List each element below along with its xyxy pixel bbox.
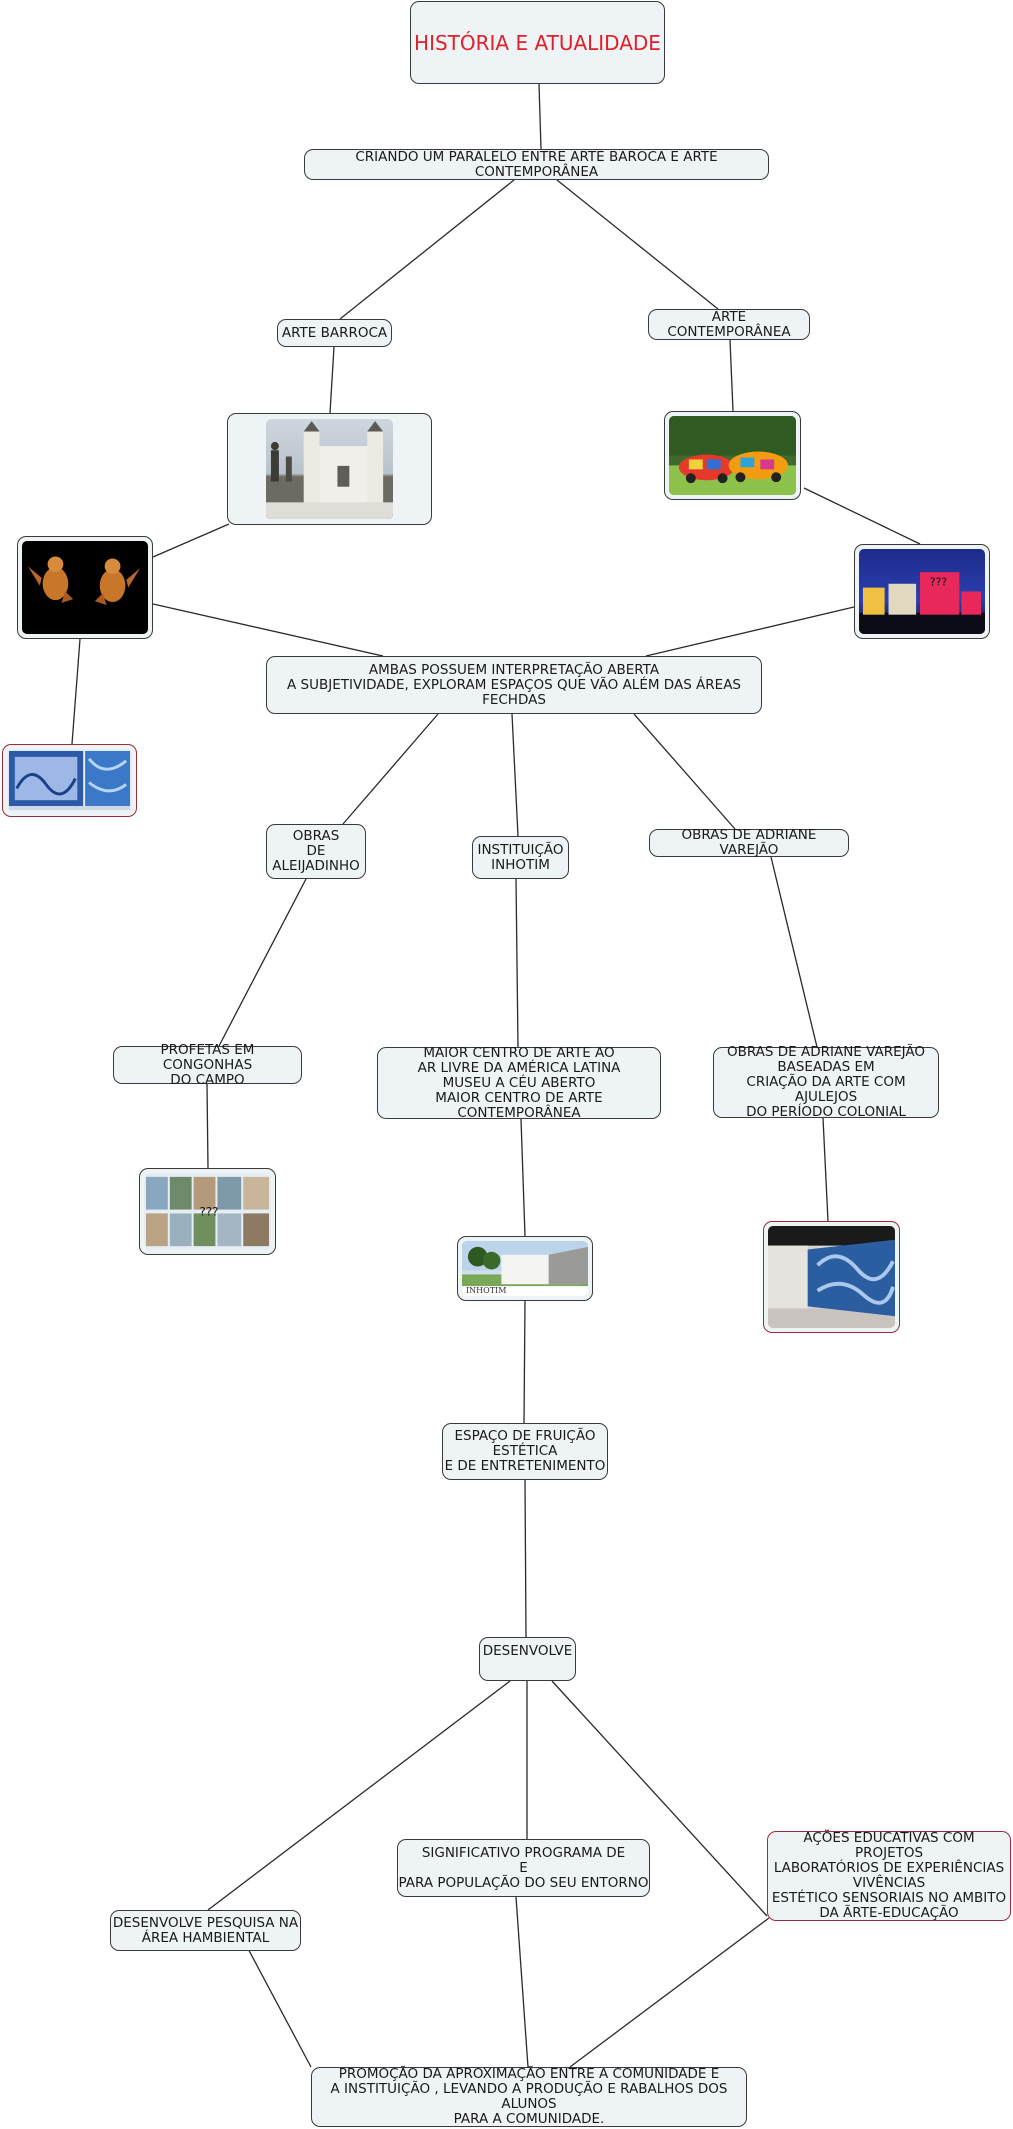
node-pesquisa: DESENVOLVE PESQUISA NA ÁREA HAMBIENTAL [110,1910,301,1951]
collage-marks: ??? [200,1205,219,1219]
node-obras-aleijadinho: OBRAS DE ALEIJADINHO [266,824,366,879]
node-obras-adriane-baseadas: OBRAS DE ADRIANE VAREJÃO BASEADAS EM CRI… [713,1045,939,1120]
node-profetas: PROFETAS EM CONGONHAS DO CAMPO [113,1042,302,1087]
node-desenvolve: DESENVOLVE [479,1637,576,1681]
map-title: HISTÓRIA E ATUALIDADE [410,1,665,84]
church-image [227,413,432,525]
azulejos-image [2,744,137,817]
node-programa: SIGNIFICATIVO PROGRAMA DE E PARA POPULAÇ… [397,1839,650,1897]
profetas-collage-image: ??? [139,1168,276,1255]
painted-cars-image [664,411,801,500]
node-arte-barroca: ARTE BARROCA [277,319,392,347]
node-ambas: AMBAS POSSUEM INTERPRETAÇÃO ABERTA A SUB… [266,656,762,714]
node-obras-adriane: OBRAS DE ADRIANE VAREJÃO [649,828,849,858]
night-image-marks: ??? [930,576,947,589]
node-arte-contemporanea: ARTE CONTEMPORÂNEA [648,309,810,340]
node-acoes-educativas: AÇÕES EDUCATIVAS COM PROJETOS LABORATÓRI… [767,1831,1011,1921]
node-promocao: PROMOÇÃO DA APROXIMAÇÃO ENTRE A COMUNIDA… [311,2067,747,2127]
inhotim-night-image: ??? [854,544,990,639]
varejao-gallery-image [763,1221,900,1333]
node-espaco-fruicao: ESPAÇO DE FRUIÇÃO ESTÉTICA E DE ENTRETEN… [442,1423,608,1480]
inhotim-logo-text: INHOTIM [466,1286,507,1295]
angels-image [17,536,153,639]
node-maior-centro: MAIOR CENTRO DE ARTE AO AR LIVRE DA AMÉR… [377,1045,661,1120]
inhotim-building-image: INHOTIM [457,1236,593,1301]
node-instituicao-inhotim: INSTITUIÇÃO INHOTIM [472,836,569,879]
node-paralelo: CRIANDO UM PARALELO ENTRE ARTE BAROCA E … [304,149,769,180]
